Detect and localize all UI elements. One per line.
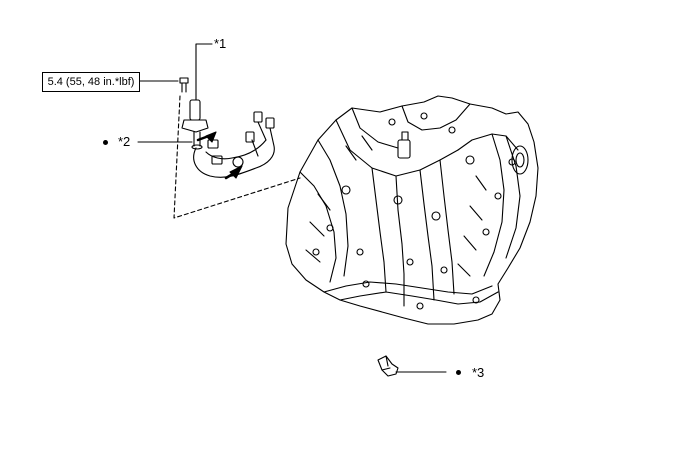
clip-part xyxy=(377,355,399,377)
bullet-part3 xyxy=(456,370,461,375)
callout-part2: *2 xyxy=(118,134,131,149)
callout-part1: *1 xyxy=(214,36,227,51)
leader-lines xyxy=(137,43,447,373)
callout-part3: *3 xyxy=(472,365,485,380)
torque-spec-box: 5.4 (55, 48 in.*lbf) xyxy=(42,72,140,92)
bullet-part2 xyxy=(103,140,108,145)
speed-sensor xyxy=(181,99,209,150)
mounting-bolt xyxy=(179,77,189,93)
transaxle-assembly xyxy=(285,95,539,325)
wire-harness xyxy=(193,111,275,180)
